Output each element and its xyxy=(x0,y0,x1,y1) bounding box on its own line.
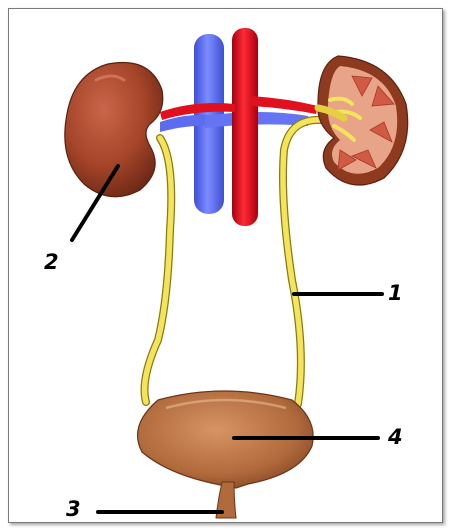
label-bladder: 4 xyxy=(388,427,403,448)
kidney-left xyxy=(65,62,163,196)
label-urethra: 3 xyxy=(66,499,81,520)
label-kidney: 2 xyxy=(44,252,59,273)
label-ureter: 1 xyxy=(388,283,403,304)
kidney-right xyxy=(318,56,408,185)
ureter-right xyxy=(283,120,322,404)
